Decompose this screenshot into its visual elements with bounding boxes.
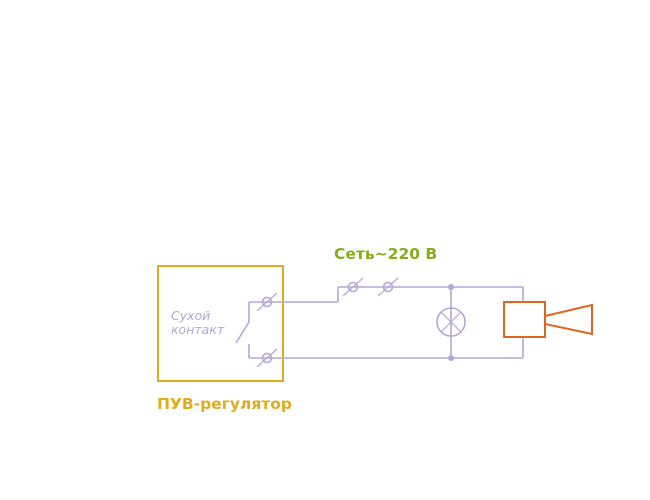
terminal-icon [256, 348, 278, 368]
terminal-icon [256, 292, 278, 312]
regulator-box [157, 265, 284, 382]
switch-icon [235, 301, 267, 359]
top-wire [267, 286, 524, 303]
lamp-icon [436, 307, 466, 337]
terminal-icon [377, 277, 399, 297]
bottom-wire [267, 337, 524, 359]
mains-label: Сеть~220 В [334, 245, 437, 263]
dry-contact-label-line1: Сухой [171, 308, 210, 323]
terminal-icon [342, 277, 364, 297]
siren-icon [503, 301, 593, 338]
regulator-label: ПУВ-регулятор [157, 395, 292, 413]
dry-contact-label-line2: контакт [171, 322, 225, 337]
